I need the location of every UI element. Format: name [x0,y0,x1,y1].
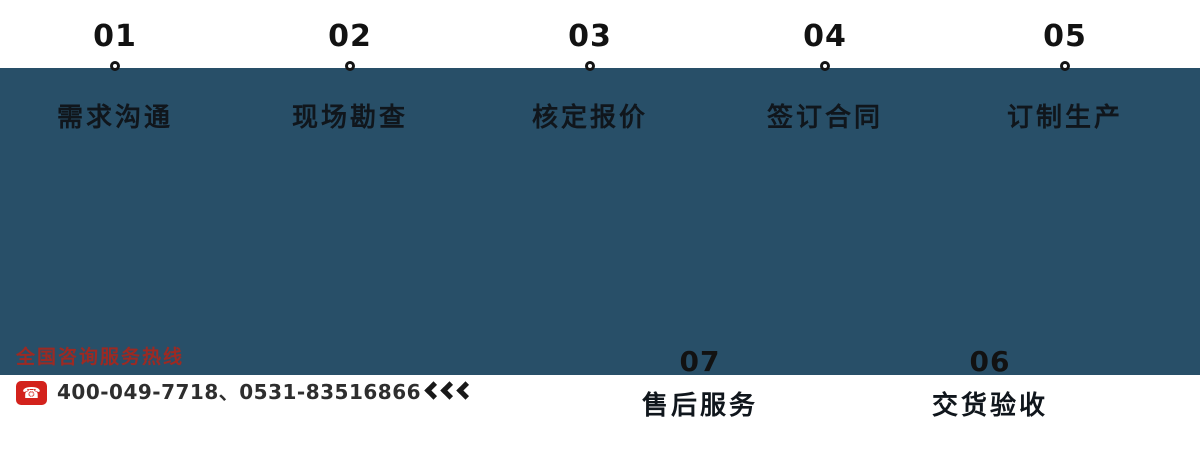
step-dot-icon [1060,61,1070,71]
step-07: 07 售后服务 [600,348,800,422]
step-number: 05 [1043,19,1087,54]
step-number: 02 [328,19,372,54]
step-label: 签订合同 [766,103,883,133]
step-05: 05 订制生产 [965,22,1165,134]
step-number: 07 [679,345,721,378]
step-label: 交货验收 [931,391,1048,421]
step-number: 06 [969,345,1011,378]
step-dot-icon [345,61,355,71]
step-number: 01 [93,19,137,54]
step-02: 02 现场勘查 [250,22,450,134]
hotline-phone-numbers: 400-049-7718、0531-83516866 [57,380,422,404]
step-label: 需求沟通 [56,103,173,133]
step-dot-icon [585,61,595,71]
step-04: 04 签订合同 [725,22,925,134]
left-chevron-icon [456,381,475,400]
hotline-label: 全国咨询服务热线 [16,346,185,368]
step-dot-icon [820,61,830,71]
step-dot-icon [110,61,120,71]
background-band [0,68,1200,375]
step-01: 01 需求沟通 [15,22,215,134]
step-number: 03 [568,19,612,54]
triple-left-chevron-icon [424,381,475,400]
step-label: 订制生产 [1006,103,1123,133]
hotline-row: ☎ 400-049-7718、0531-83516866 [16,376,421,405]
step-number: 04 [803,19,847,54]
step-label: 核定报价 [531,103,648,133]
hotline-block: 全国咨询服务热线 ☎ 400-049-7718、0531-83516866 [16,342,421,405]
step-06: 06 交货验收 [890,348,1090,422]
phone-icon: ☎ [16,381,47,405]
step-label: 售后服务 [641,391,758,421]
step-03: 03 核定报价 [490,22,690,134]
step-label: 现场勘查 [291,103,408,133]
